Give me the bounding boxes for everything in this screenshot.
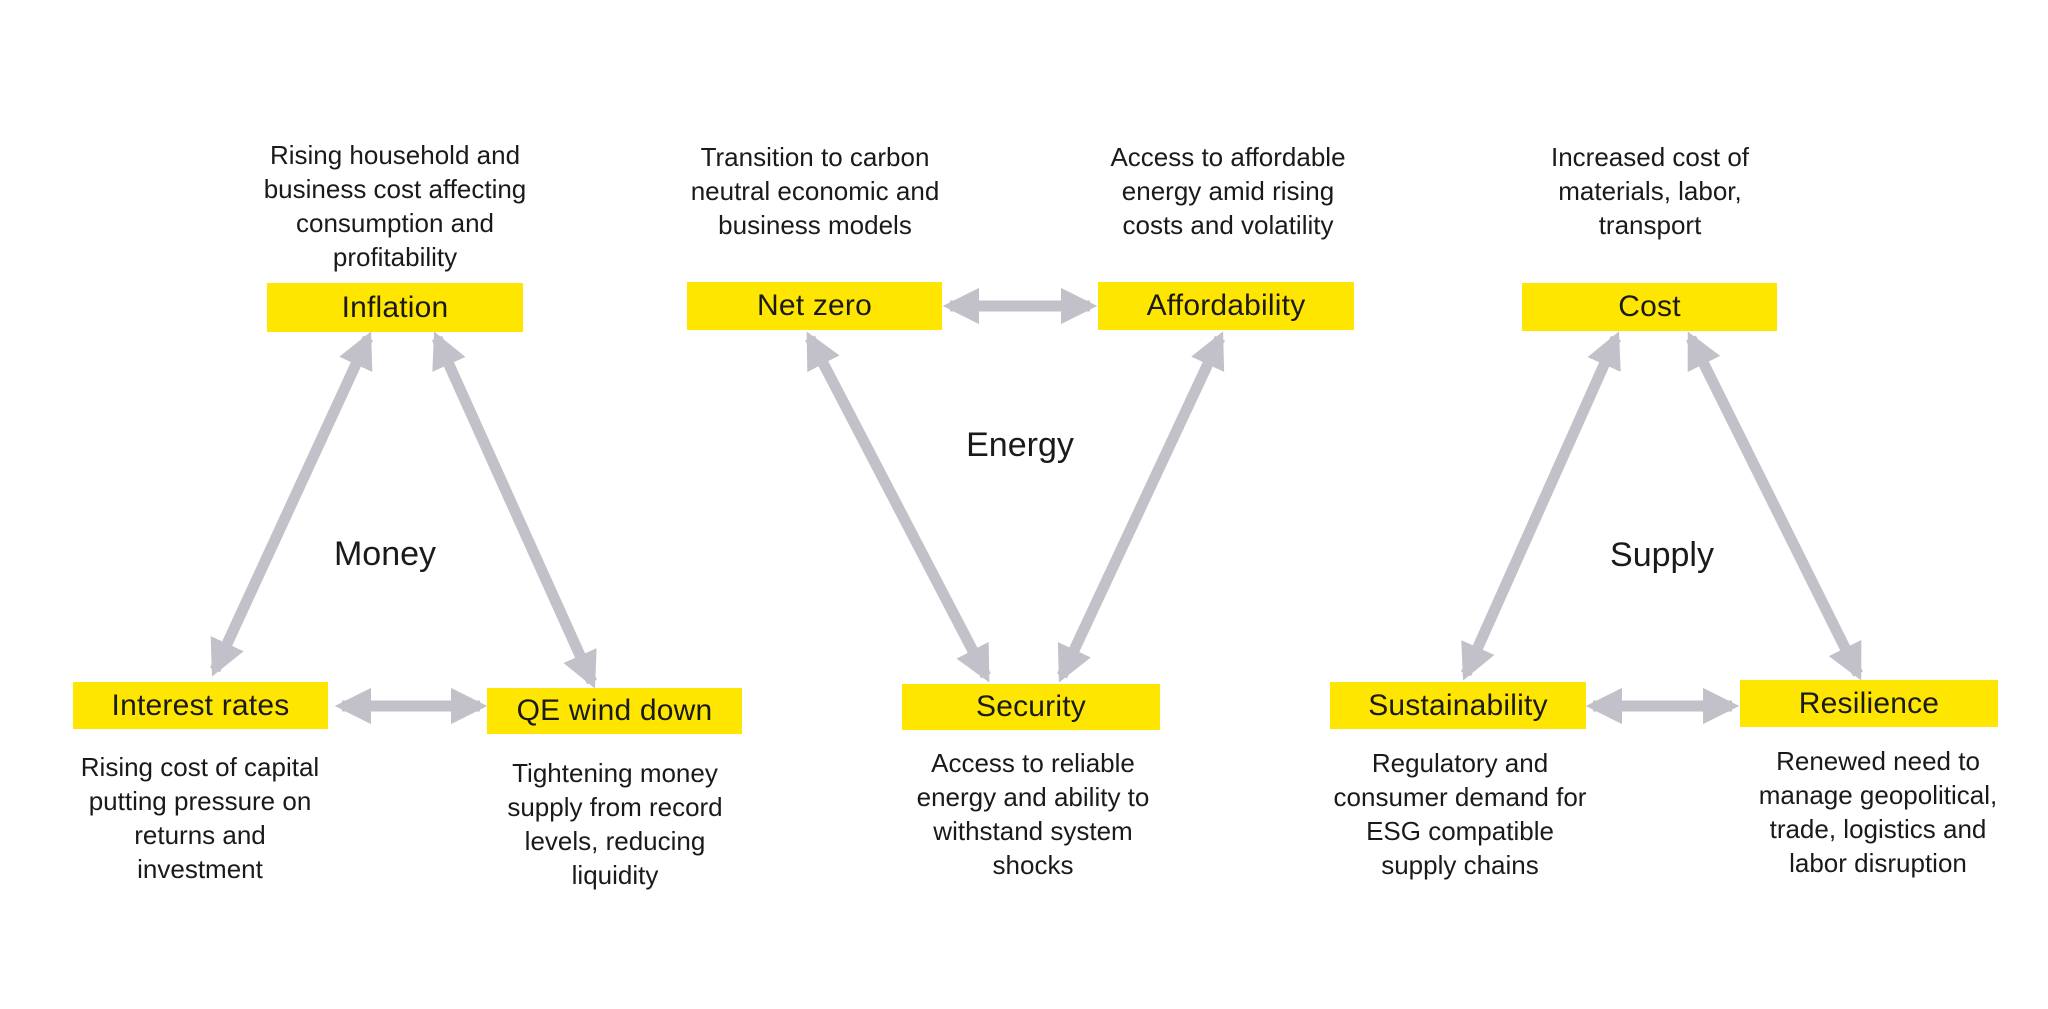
node-cost: Cost	[1522, 283, 1777, 331]
arrow-cost-resilience	[1686, 331, 1863, 681]
triangle-supply-label: Supply	[1610, 536, 1714, 574]
security-description: Access to reliable energy and ability to…	[916, 748, 1150, 880]
resilience-description: Renewed need to manage geopolitical, tra…	[1758, 746, 1998, 878]
net-zero-description: Transition to carbon neutral economic an…	[690, 142, 940, 240]
node-security: Security	[902, 684, 1160, 730]
sustainability-description: Regulatory and consumer demand for ESG c…	[1333, 748, 1587, 880]
arrow-inflation-interest-rates	[210, 331, 373, 677]
interest-rates-description: Rising cost of capital putting pressure …	[80, 752, 320, 884]
node-resilience: Resilience	[1740, 680, 1998, 727]
inflation-description: Rising household and business cost affec…	[263, 140, 527, 272]
node-qe-wind-down: QE wind down	[487, 688, 742, 734]
node-net-zero: Net zero	[687, 282, 942, 330]
cost-description: Increased cost of materials, labor, tran…	[1551, 142, 1749, 240]
node-interest-rates: Interest rates	[73, 682, 328, 729]
node-inflation: Inflation	[267, 283, 523, 332]
node-affordability: Affordability	[1098, 282, 1354, 330]
arrow-inflation-qe-wind-down	[431, 331, 598, 689]
triangle-money-label: Money	[333, 535, 437, 573]
triangle-energy-label: Energy	[966, 426, 1074, 464]
arrow-net-zero-security	[805, 331, 991, 683]
arrow-cost-sustainability	[1460, 331, 1622, 681]
qe-wind-down-description: Tightening money supply from record leve…	[507, 758, 723, 890]
affordability-description: Access to affordable energy amid rising …	[1110, 142, 1346, 240]
node-sustainability: Sustainability	[1330, 682, 1586, 729]
arrow-affordability-security	[1057, 331, 1225, 683]
